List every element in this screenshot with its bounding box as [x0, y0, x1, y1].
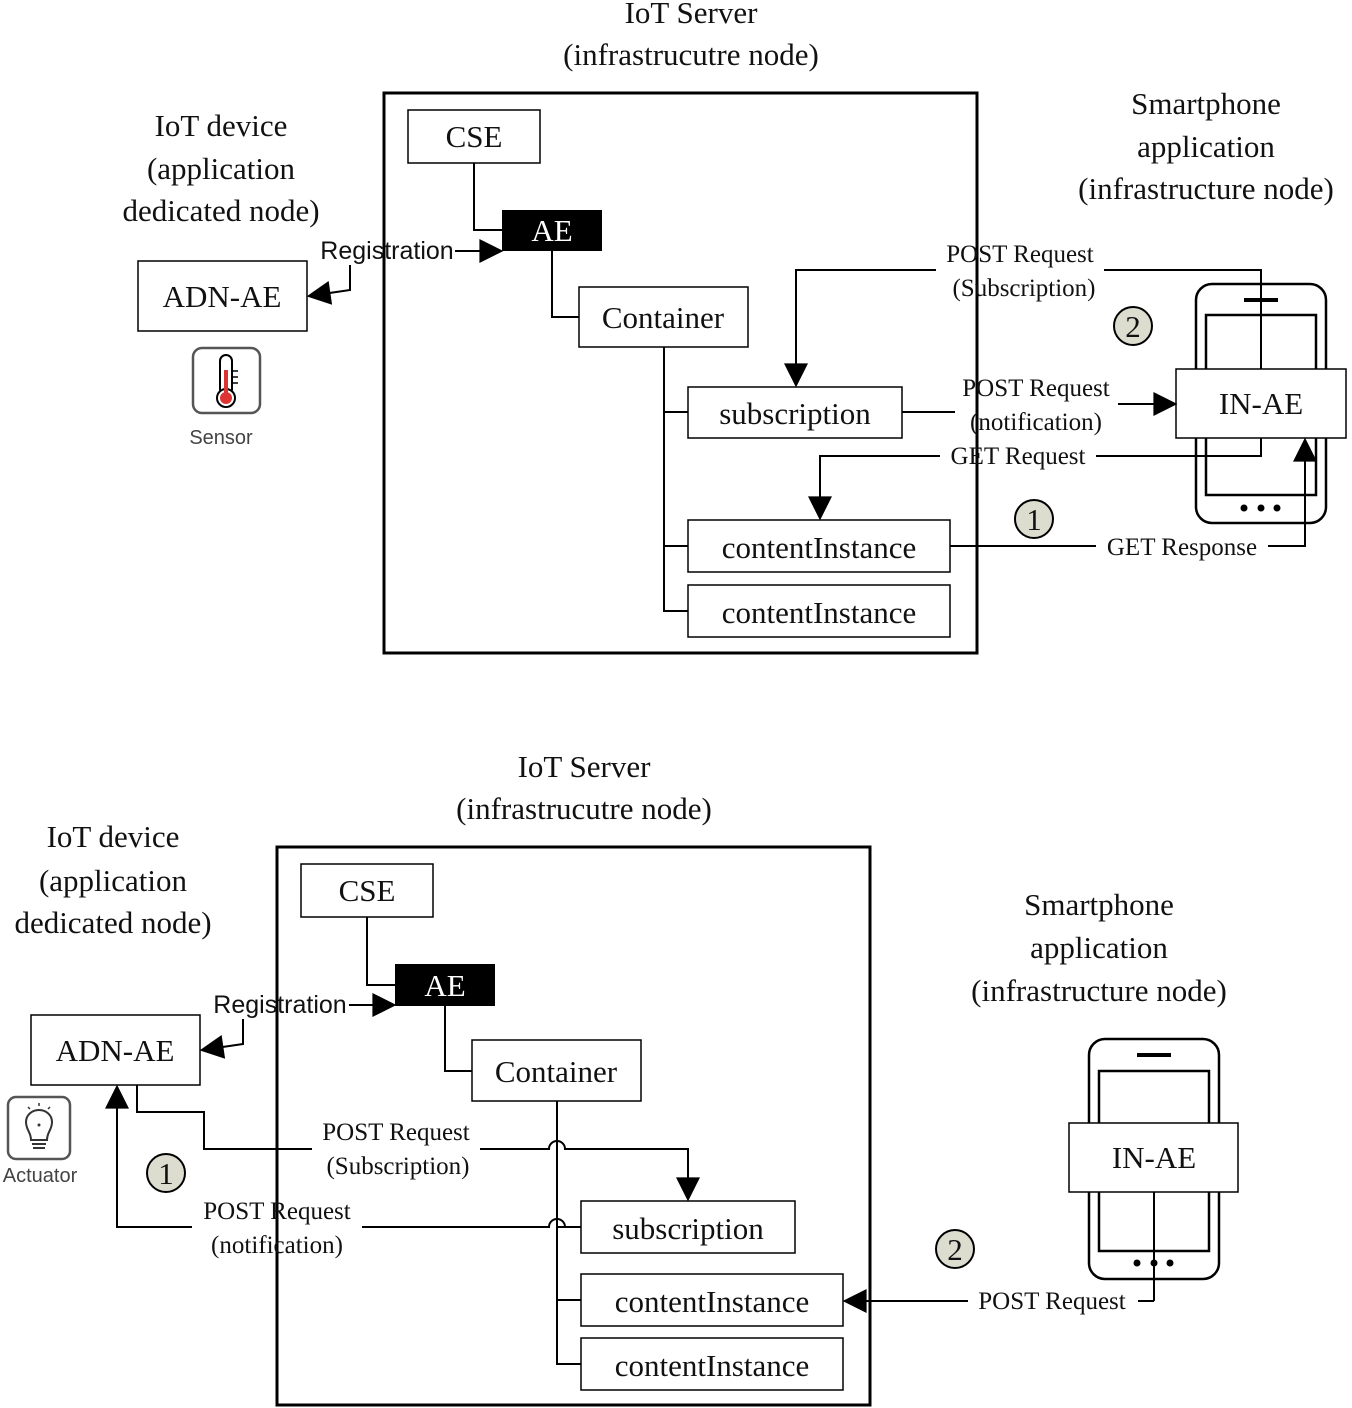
- bottom-step-2-label: 2: [947, 1232, 963, 1267]
- bottom-post-sub-arrow: [480, 1140, 700, 1202]
- bottom-diagram: IoT Server (infrastrucutre node) IoT dev…: [3, 749, 1239, 1407]
- top-phone-title-2: application: [1137, 129, 1275, 164]
- top-server-title: IoT Server: [625, 0, 759, 30]
- bottom-post-sub-label-1: POST Request: [322, 1119, 470, 1146]
- bottom-contentinstance-box-1: [580, 1273, 844, 1327]
- top-in-ae-box: [1175, 368, 1347, 439]
- bottom-cse-label: CSE: [339, 873, 396, 908]
- top-container-box: [578, 286, 749, 348]
- top-server-subtitle: (infrastrucutre node): [563, 37, 819, 72]
- top-contentinstance-label-1: contentInstance: [722, 530, 917, 565]
- bottom-subscription-box: [580, 1200, 796, 1254]
- top-sensor-label: Sensor: [189, 427, 253, 449]
- top-get-request-arrow: [808, 455, 940, 521]
- bottom-ae-label: AE: [424, 968, 465, 1003]
- top-device-title-1: IoT device: [155, 108, 288, 143]
- top-device-title-2: (application: [147, 151, 296, 186]
- bottom-actuator-label: Actuator: [3, 1165, 78, 1187]
- top-contentinstance-box-2: [687, 584, 951, 638]
- bottom-cse-box: [300, 863, 434, 918]
- bottom-tree-connectors: [366, 917, 581, 1365]
- bottom-device-title-3: dedicated node): [14, 905, 211, 940]
- top-step-1-label: 1: [1026, 502, 1042, 537]
- top-get-response-arrow: [1268, 437, 1317, 547]
- bottom-phone-title-3: (infrastructure node): [971, 973, 1227, 1008]
- top-registration-label: Registration: [320, 237, 453, 265]
- bottom-contentinstance-label-1: contentInstance: [615, 1284, 810, 1319]
- top-container-label: Container: [602, 300, 725, 335]
- top-in-ae-label: IN-AE: [1219, 386, 1303, 421]
- top-tree-connectors: [473, 163, 688, 612]
- top-step-1-badge: [1014, 499, 1054, 539]
- top-device-title-3: dedicated node): [122, 193, 319, 228]
- top-adn-ae-label: ADN-AE: [163, 279, 282, 314]
- top-get-request-label: GET Request: [951, 443, 1086, 470]
- bottom-step-2-badge: [935, 1229, 975, 1269]
- top-registration-return-arrow: [306, 265, 351, 305]
- bottom-step-1-badge: [146, 1153, 186, 1193]
- bottom-server-subtitle: (infrastrucutre node): [456, 791, 712, 826]
- bottom-post-notif-line-right: [362, 1218, 581, 1228]
- bottom-phone-title-2: application: [1030, 930, 1168, 965]
- bottom-adn-ae-label: ADN-AE: [56, 1033, 175, 1068]
- top-contentinstance-label-2: contentInstance: [722, 595, 917, 630]
- bottom-container-label: Container: [495, 1054, 618, 1089]
- bottom-step-1-label: 1: [158, 1156, 174, 1191]
- bottom-subscription-label: subscription: [612, 1211, 764, 1246]
- bottom-post-notif-label-2: (notification): [211, 1232, 343, 1259]
- bottom-server-title: IoT Server: [518, 749, 652, 784]
- top-get-response-label: GET Response: [1107, 534, 1257, 561]
- bottom-registration-return-arrow: [199, 1019, 244, 1059]
- bottom-post-sub-line-left: [136, 1085, 312, 1150]
- top-step-2-badge: [1113, 306, 1153, 346]
- bottom-post-notif-label-1: POST Request: [203, 1198, 351, 1225]
- bottom-phone-title-1: Smartphone: [1024, 887, 1174, 922]
- bottom-contentinstance-box-2: [580, 1337, 844, 1391]
- lightbulb-icon: [6, 1095, 72, 1161]
- top-ae-box: [502, 210, 602, 251]
- top-subscription-label: subscription: [719, 396, 871, 431]
- top-cse-box: [407, 109, 541, 164]
- top-post-notif-label-2: (notification): [970, 409, 1102, 436]
- bottom-ae-box: [395, 964, 495, 1006]
- bottom-post-sub-label-2: (Subscription): [326, 1153, 469, 1180]
- bottom-device-title-2: (application: [39, 863, 188, 898]
- bottom-server-frame: [275, 845, 872, 1407]
- top-diagram: IoT Server (infrastrucutre node) IoT dev…: [122, 0, 1347, 655]
- bottom-adn-ae-box: [30, 1014, 201, 1086]
- top-ae-label: AE: [531, 213, 572, 248]
- bottom-in-ae-label: IN-AE: [1112, 1140, 1196, 1175]
- top-post-notif-label-1: POST Request: [962, 375, 1110, 402]
- top-phone-title-1: Smartphone: [1131, 86, 1281, 121]
- bottom-device-title-1: IoT device: [47, 819, 180, 854]
- top-server-frame: [382, 91, 979, 655]
- bottom-post-request-label-bg: [968, 1288, 1138, 1314]
- top-post-sub-line-right: [1104, 269, 1262, 369]
- top-step-2-label: 2: [1125, 309, 1141, 344]
- top-post-sub-label-2: (Subscription): [952, 275, 1095, 302]
- top-adn-ae-box: [137, 260, 308, 332]
- bottom-registration-label: Registration: [213, 991, 346, 1019]
- thermometer-icon: [191, 346, 262, 415]
- bottom-in-ae-box: [1068, 1122, 1239, 1193]
- top-get-request-line-right: [1096, 438, 1262, 457]
- bottom-container-box: [471, 1039, 642, 1102]
- top-post-sub-arrow: [784, 269, 936, 388]
- bottom-post-notif-arrow: [105, 1084, 192, 1228]
- bottom-contentinstance-label-2: contentInstance: [615, 1348, 810, 1383]
- top-post-sub-label-1: POST Request: [946, 241, 1094, 268]
- top-cse-label: CSE: [446, 119, 503, 154]
- top-phone-title-3: (infrastructure node): [1078, 171, 1334, 206]
- bottom-post-request-label: POST Request: [978, 1288, 1126, 1315]
